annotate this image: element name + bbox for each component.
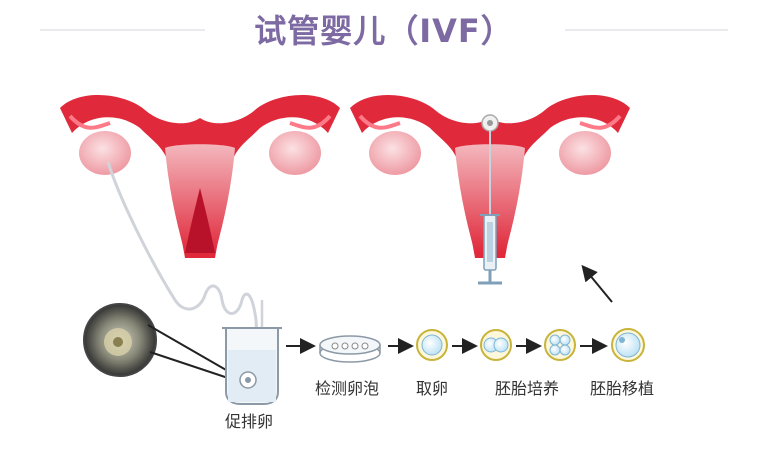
transfer-syringe-icon [478, 130, 502, 285]
egg-cell-icon [416, 329, 448, 361]
egg-microscope-icon [83, 303, 157, 377]
page-title: 试管婴儿（IVF） [254, 12, 514, 50]
retrieval-tube [106, 161, 260, 357]
petri-dish-icon [319, 335, 381, 363]
step-label-egg-retrieval: 取卵 [416, 379, 449, 398]
beaker-icon [222, 327, 282, 405]
blastocyst-icon [611, 328, 645, 362]
embryo-4cell-icon [544, 329, 576, 361]
step-label-embryo-transfer: 胚胎移植 [590, 379, 655, 398]
flow-arrow-up [581, 264, 613, 303]
step-label-follicle-monitoring: 检测卵泡 [315, 379, 380, 398]
step-label-embryo-culture: 胚胎培养 [495, 379, 560, 398]
ovary-left-icon [79, 131, 131, 175]
uterus-left [60, 95, 340, 258]
step-label-ovarian-stimulation: 促排卵 [225, 412, 274, 431]
ovary-right-icon [269, 131, 321, 175]
embryo-2cell-icon [480, 329, 512, 361]
ovary-left-icon [369, 131, 421, 175]
ovary-right-icon [559, 131, 611, 175]
